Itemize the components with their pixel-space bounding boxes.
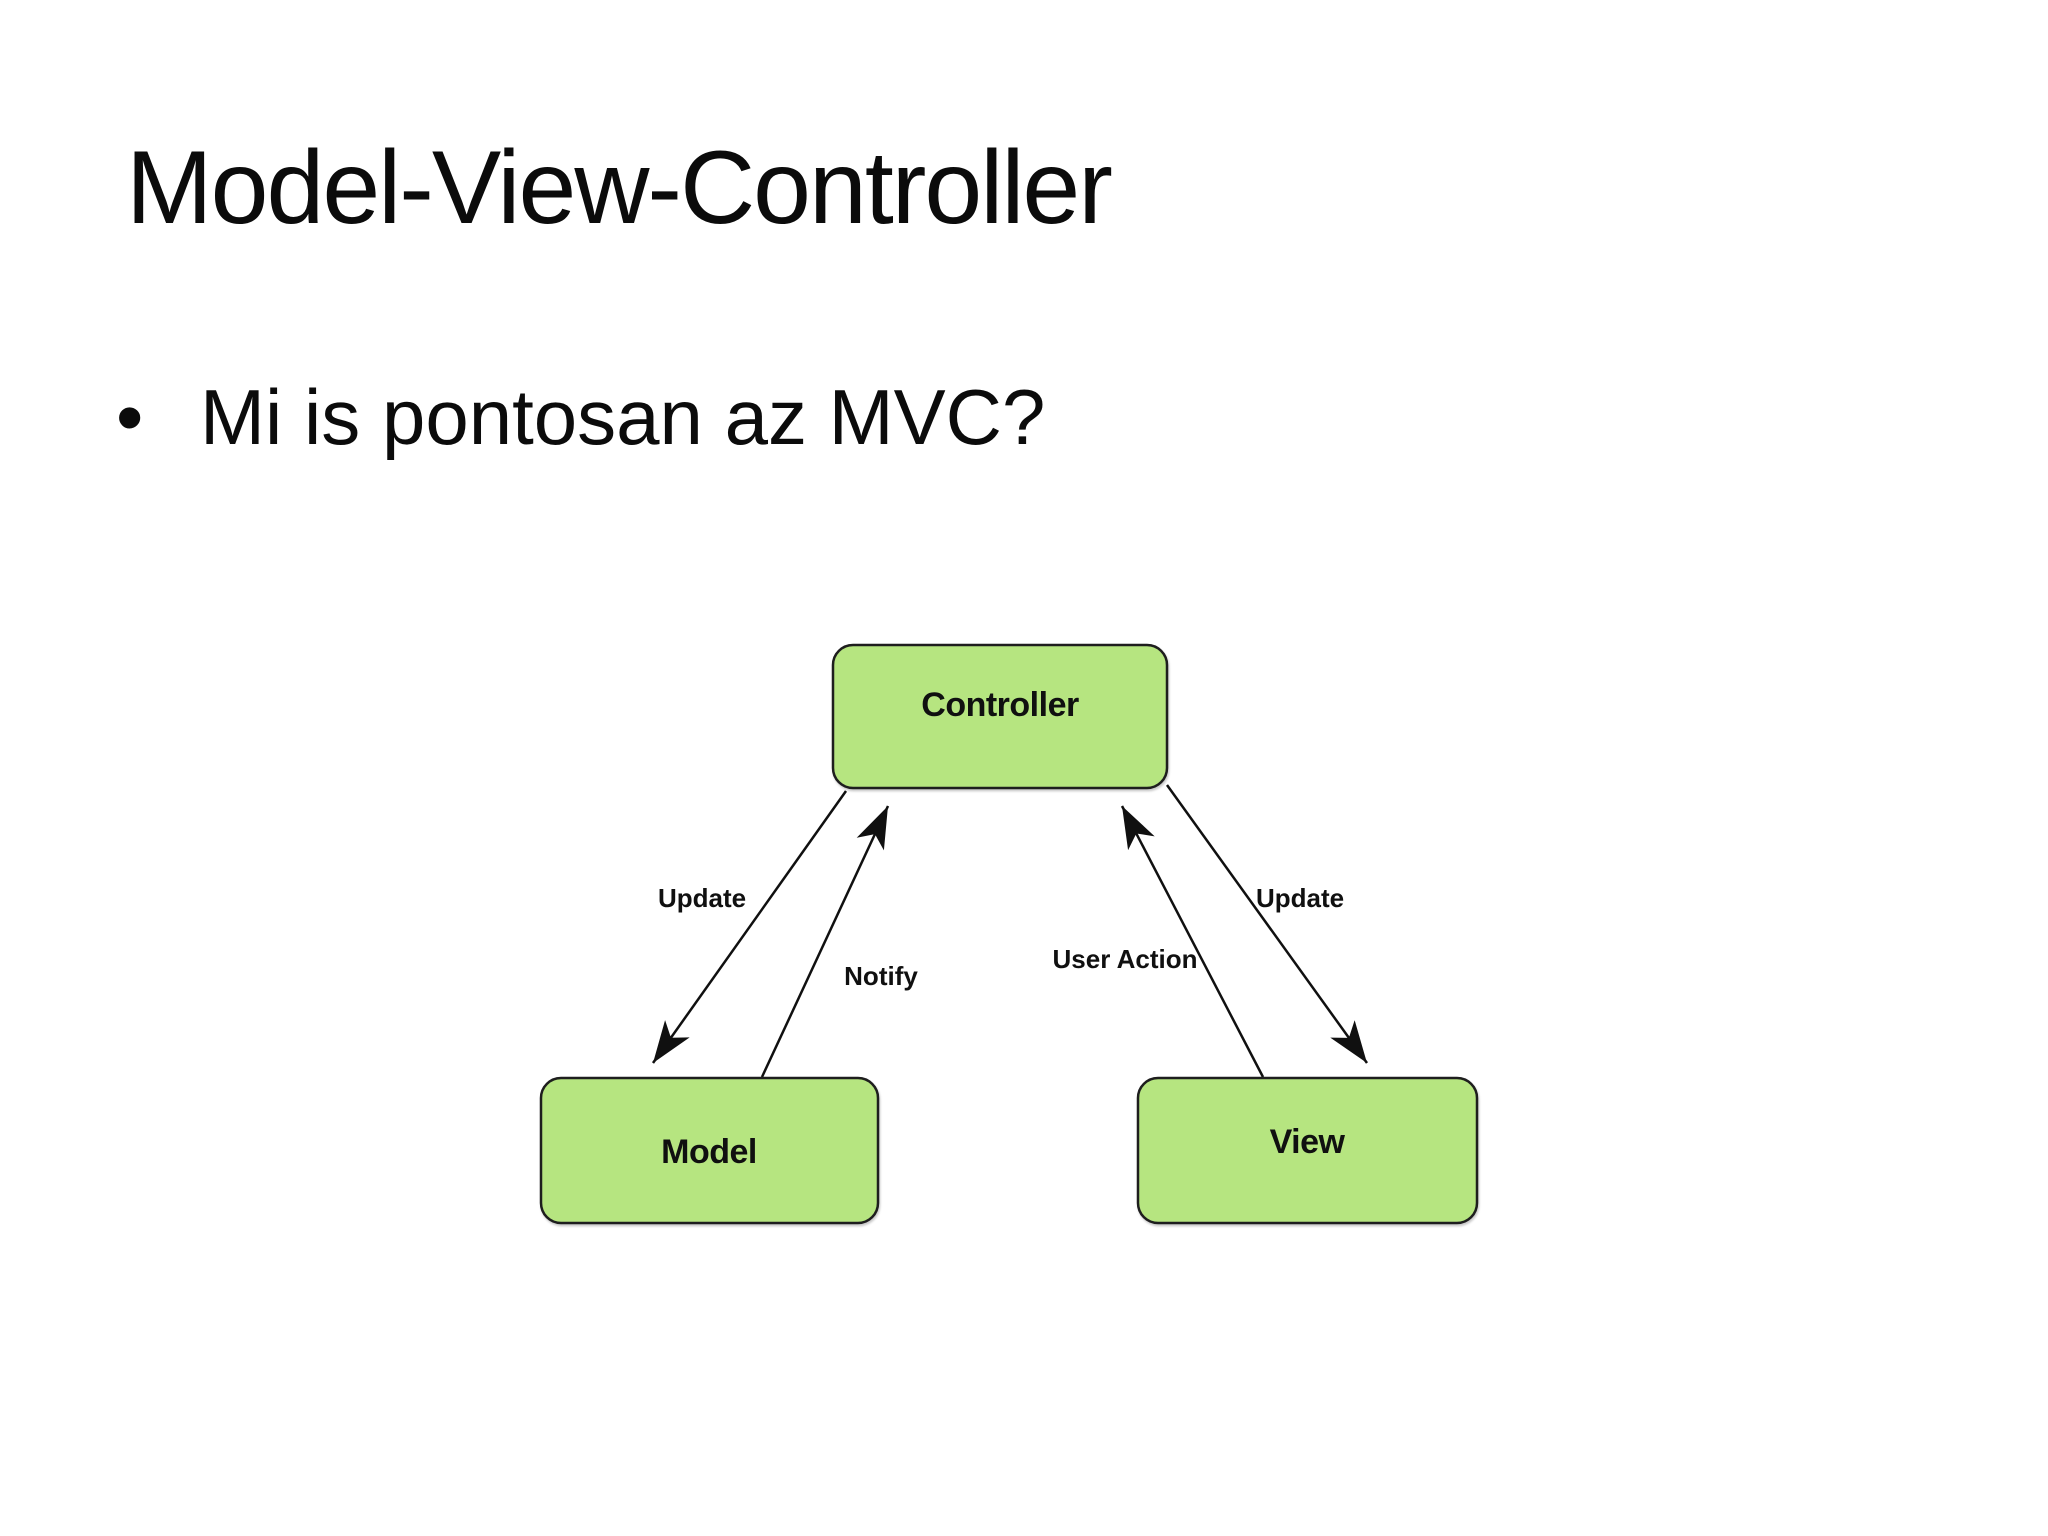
bullet-text: Mi is pontosan az MVC?	[200, 373, 1046, 461]
edge-controller-update-model	[651, 790, 848, 1064]
edge-label-user-action: User Action	[1053, 944, 1198, 974]
bullet-glyph: •	[116, 373, 144, 461]
page-title: Model-View-Controller	[126, 130, 1113, 246]
edge-controller-update-view	[1165, 784, 1369, 1064]
edge-label-notify: Notify	[844, 961, 918, 991]
node-controller	[831, 643, 1169, 790]
edge-view-useraction-controller	[1120, 805, 1265, 1078]
edge-label-update-right: Update	[1256, 883, 1344, 913]
node-view	[1136, 1076, 1479, 1225]
node-label-view: View	[1270, 1123, 1346, 1161]
node-model	[539, 1076, 880, 1225]
node-label-controller: Controller	[921, 686, 1079, 724]
edge-label-update-left: Update	[658, 883, 746, 913]
edge-model-notify-controller	[760, 805, 890, 1078]
node-label-model: Model	[661, 1133, 757, 1171]
